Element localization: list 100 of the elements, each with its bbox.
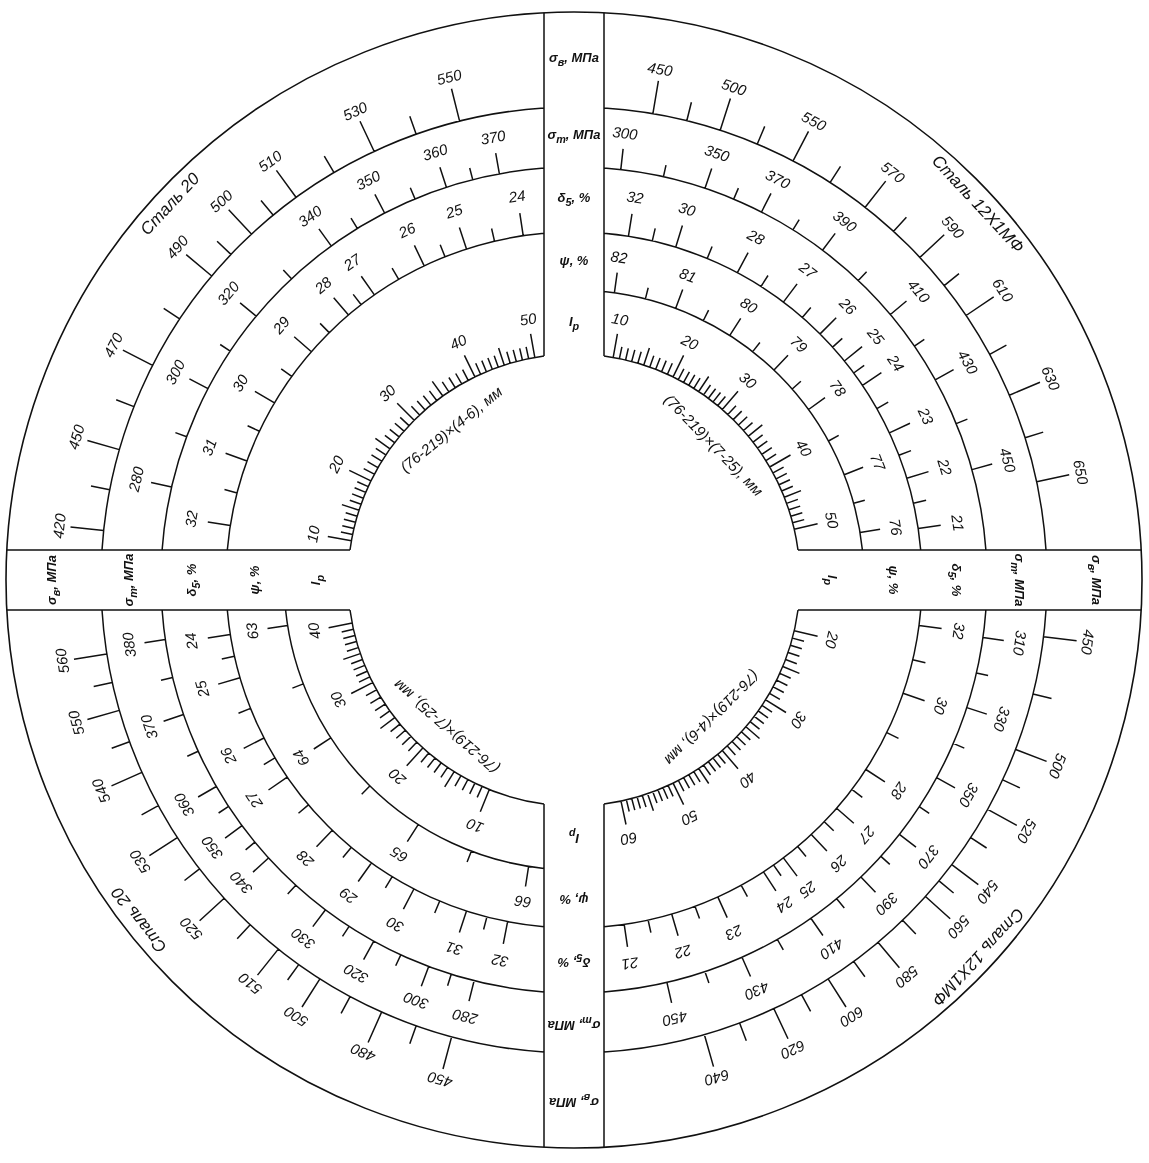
scale-value: 80 bbox=[738, 294, 761, 316]
scale-value: 26 bbox=[396, 219, 418, 241]
scale-value: 32 bbox=[950, 621, 968, 640]
scale-header: I$_{р}$ bbox=[567, 315, 581, 333]
scale-value: 430 bbox=[742, 979, 772, 1004]
scale-value: 370 bbox=[137, 712, 160, 741]
scale-value: 40 bbox=[304, 620, 323, 641]
scale-value: 20 bbox=[679, 331, 701, 353]
scale-value: 23 bbox=[915, 405, 936, 427]
scale-value: 430 bbox=[954, 347, 981, 377]
scale-value: 450 bbox=[1079, 628, 1098, 656]
scale-value: 32 bbox=[625, 188, 645, 206]
scale-value: 50 bbox=[679, 807, 701, 829]
scale-value: 620 bbox=[778, 1037, 808, 1062]
scale-value: 31 bbox=[199, 436, 220, 458]
scale-value: 320 bbox=[214, 278, 242, 307]
scale-value: 410 bbox=[817, 935, 847, 962]
scale-value: 20 bbox=[325, 453, 347, 475]
scale-value: 29 bbox=[270, 314, 293, 337]
scale-value: 32 bbox=[182, 509, 200, 529]
scale-header: σ$_{т}$, МПа bbox=[547, 128, 601, 146]
scale-value: 420 bbox=[50, 512, 68, 540]
scale-value: 560 bbox=[944, 912, 973, 941]
scale-value: 40 bbox=[792, 436, 815, 459]
scale-value: 60 bbox=[619, 830, 639, 849]
scale-value: 30 bbox=[384, 914, 407, 935]
scale-value: 77 bbox=[867, 451, 888, 473]
scale-value: 390 bbox=[830, 207, 860, 235]
scale-value: 530 bbox=[340, 98, 370, 123]
scale-value: 26 bbox=[217, 745, 239, 767]
scale-value: 28 bbox=[311, 273, 334, 296]
scale-value: 26 bbox=[827, 852, 850, 875]
scale-value: 360 bbox=[171, 790, 198, 820]
scale-value: 340 bbox=[294, 202, 325, 230]
scale-value: 470 bbox=[100, 330, 125, 360]
scale-value: 30 bbox=[375, 381, 398, 404]
scale-value: 20 bbox=[385, 765, 408, 789]
scale-value: 30 bbox=[677, 199, 698, 219]
scale-value: 280 bbox=[451, 1006, 480, 1027]
scale-value: 370 bbox=[915, 842, 943, 872]
scale-value: 500 bbox=[206, 187, 235, 216]
scale-value: 65 bbox=[387, 844, 410, 866]
scale-value: 26 bbox=[837, 294, 860, 317]
scale-value: 500 bbox=[281, 1003, 311, 1030]
scale-value: 610 bbox=[990, 275, 1017, 305]
scale-value: 300 bbox=[611, 124, 639, 142]
scale-value: 550 bbox=[434, 67, 463, 88]
scale-value: 40 bbox=[447, 331, 469, 353]
scale-value: 25 bbox=[192, 678, 212, 699]
scale-value: 20 bbox=[823, 629, 842, 650]
scale-value: 81 bbox=[677, 264, 699, 285]
scale-value: 27 bbox=[855, 823, 878, 846]
scale-value: 29 bbox=[336, 884, 360, 907]
scale-value: 28 bbox=[293, 847, 316, 871]
scale-value: 410 bbox=[904, 276, 933, 306]
scale-value: 78 bbox=[826, 377, 849, 400]
scale-value: 490 bbox=[163, 232, 191, 262]
scale-value: 22 bbox=[672, 942, 693, 962]
scale-value: 640 bbox=[702, 1067, 731, 1089]
scale-value: 600 bbox=[837, 1003, 867, 1030]
scale-header: δ$_{5}$, % bbox=[556, 191, 592, 209]
scale-value: 520 bbox=[176, 914, 205, 943]
scale-value: 450 bbox=[661, 1008, 690, 1029]
scale-value: 66 bbox=[513, 893, 533, 911]
scale-value: 27 bbox=[243, 788, 266, 811]
scale-value: 27 bbox=[796, 259, 819, 282]
scale-value: 520 bbox=[1014, 816, 1040, 846]
scale-value: 530 bbox=[126, 847, 153, 877]
scale-header: ψ, % bbox=[885, 564, 901, 597]
scale-value: 50 bbox=[518, 310, 538, 328]
scale-value: 350 bbox=[702, 142, 732, 165]
scale-value: 330 bbox=[991, 704, 1013, 734]
scale-value: 330 bbox=[288, 925, 318, 953]
scale-value: 25 bbox=[864, 324, 887, 347]
scale-header: ψ, % bbox=[247, 564, 263, 597]
scale-value: 390 bbox=[872, 889, 901, 918]
scale-value: 510 bbox=[235, 970, 265, 998]
scale-value: 50 bbox=[823, 510, 842, 531]
scale-value: 310 bbox=[1010, 629, 1029, 657]
scale-value: 340 bbox=[227, 868, 256, 898]
scale-value: 30 bbox=[736, 368, 760, 392]
scale-value: 64 bbox=[289, 746, 312, 769]
scale-header: ψ, % bbox=[558, 253, 590, 269]
scale-value: 280 bbox=[125, 464, 146, 493]
scale-value: 10 bbox=[610, 310, 630, 328]
scale-value: 24 bbox=[182, 631, 200, 651]
scale-value: 350 bbox=[198, 833, 226, 863]
scale-value: 450 bbox=[65, 423, 87, 452]
scale-value: 30 bbox=[229, 371, 251, 394]
scale-value: 540 bbox=[88, 776, 113, 806]
scale-value: 23 bbox=[723, 923, 745, 944]
scale-value: 360 bbox=[420, 141, 450, 163]
scale-value: 25 bbox=[443, 201, 465, 221]
scale-value: 540 bbox=[974, 877, 1002, 907]
scale-value: 550 bbox=[65, 708, 87, 737]
scale-value: 31 bbox=[443, 939, 465, 959]
scale-value: 21 bbox=[620, 955, 640, 973]
scale-value: 500 bbox=[719, 76, 749, 99]
scale-value: 590 bbox=[938, 212, 967, 241]
scale-value: 480 bbox=[348, 1041, 378, 1066]
